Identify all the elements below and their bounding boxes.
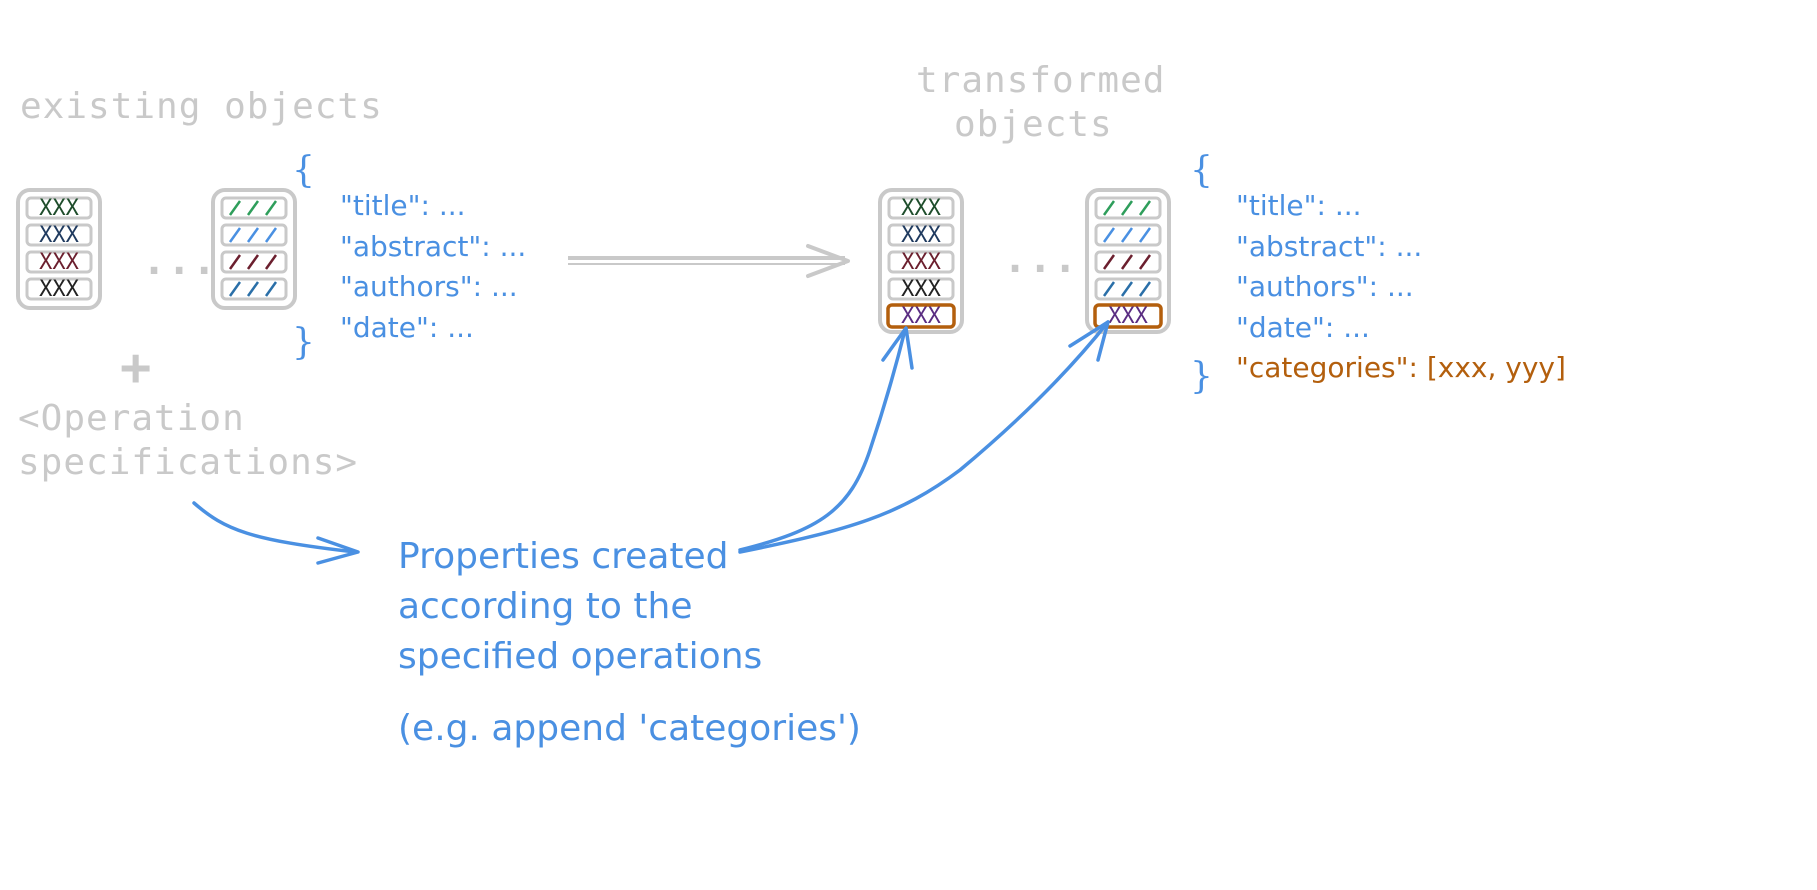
card1-row-4: XXX	[25, 277, 93, 302]
spec-to-caption-arrowhead	[316, 536, 360, 565]
card1-row-1: XXX	[25, 196, 93, 221]
svg-text:XXX: XXX	[901, 277, 941, 302]
right-json-close-brace: }	[1190, 356, 1213, 397]
operation-spec-label-line2: specifications>	[18, 442, 359, 483]
transformed-objects-label-line2: objects	[954, 104, 1113, 145]
left-json-block: "title": ... "abstract": ... "authors": …	[340, 186, 526, 348]
caption-line3: specified operations	[398, 636, 763, 677]
caption-example: (e.g. append 'categories')	[398, 708, 861, 749]
svg-text:XXX: XXX	[39, 223, 79, 248]
right-json-line-abstract: "abstract": ...	[1236, 229, 1423, 263]
right-json-open-brace: {	[1190, 150, 1213, 191]
operation-spec-label-line1: <Operation	[18, 398, 245, 439]
card1-row-2: XXX	[25, 223, 93, 248]
left-json-line-date: "date": ...	[340, 310, 474, 344]
svg-text:XXX: XXX	[39, 250, 79, 275]
caption-line2: according to the	[398, 586, 693, 627]
right-json-block: "title": ... "abstract": ... "authors": …	[1236, 186, 1566, 389]
caption-block: Properties created according to the spec…	[398, 532, 762, 682]
svg-text:XXX: XXX	[901, 196, 941, 221]
svg-text:XXX: XXX	[901, 304, 941, 329]
ellipsis-left: ...	[142, 238, 218, 284]
right-json-line-categories: "categories": [xxx, yyy]	[1236, 351, 1566, 384]
spec-to-caption-arrow	[192, 501, 357, 554]
existing-objects-label: existing objects	[20, 86, 383, 127]
svg-text:XXX: XXX	[1108, 304, 1148, 329]
ellipsis-right: ...	[1003, 236, 1079, 282]
transformed-object-card-2: XXX	[1085, 188, 1171, 334]
left-json-open-brace: {	[292, 150, 315, 191]
caption-to-card2-arrow	[738, 320, 1110, 554]
right-json-line-authors: "authors": ...	[1236, 270, 1414, 303]
caption-to-card2-arrowhead	[1068, 320, 1110, 362]
transformed-object-card-1: XXX XXX XXX XXX XXX	[878, 188, 964, 334]
transform-arrow	[568, 244, 850, 278]
right-json-line-title: "title": ...	[1236, 189, 1362, 222]
card1-row-3: XXX	[25, 250, 93, 275]
left-json-line-title: "title": ...	[340, 189, 466, 222]
transformed-objects-label-line1: transformed	[916, 60, 1166, 101]
left-json-line-authors: "authors": ...	[340, 270, 518, 303]
svg-text:XXX: XXX	[901, 250, 941, 275]
svg-text:XXX: XXX	[901, 223, 941, 248]
existing-object-card-1: XXX XXX XXX XXX	[16, 188, 102, 310]
existing-object-card-2	[211, 188, 297, 310]
left-json-close-brace: }	[292, 322, 315, 363]
svg-text:XXX: XXX	[39, 277, 79, 302]
caption-to-card1-arrowhead	[881, 326, 914, 370]
left-json-line-abstract: "abstract": ...	[340, 229, 527, 263]
caption-line1: Properties created	[398, 536, 729, 577]
caption-to-card1-arrow	[738, 328, 907, 552]
svg-text:XXX: XXX	[39, 196, 79, 221]
right-json-line-date: "date": ...	[1236, 310, 1370, 344]
plus-sign: +	[120, 338, 153, 398]
